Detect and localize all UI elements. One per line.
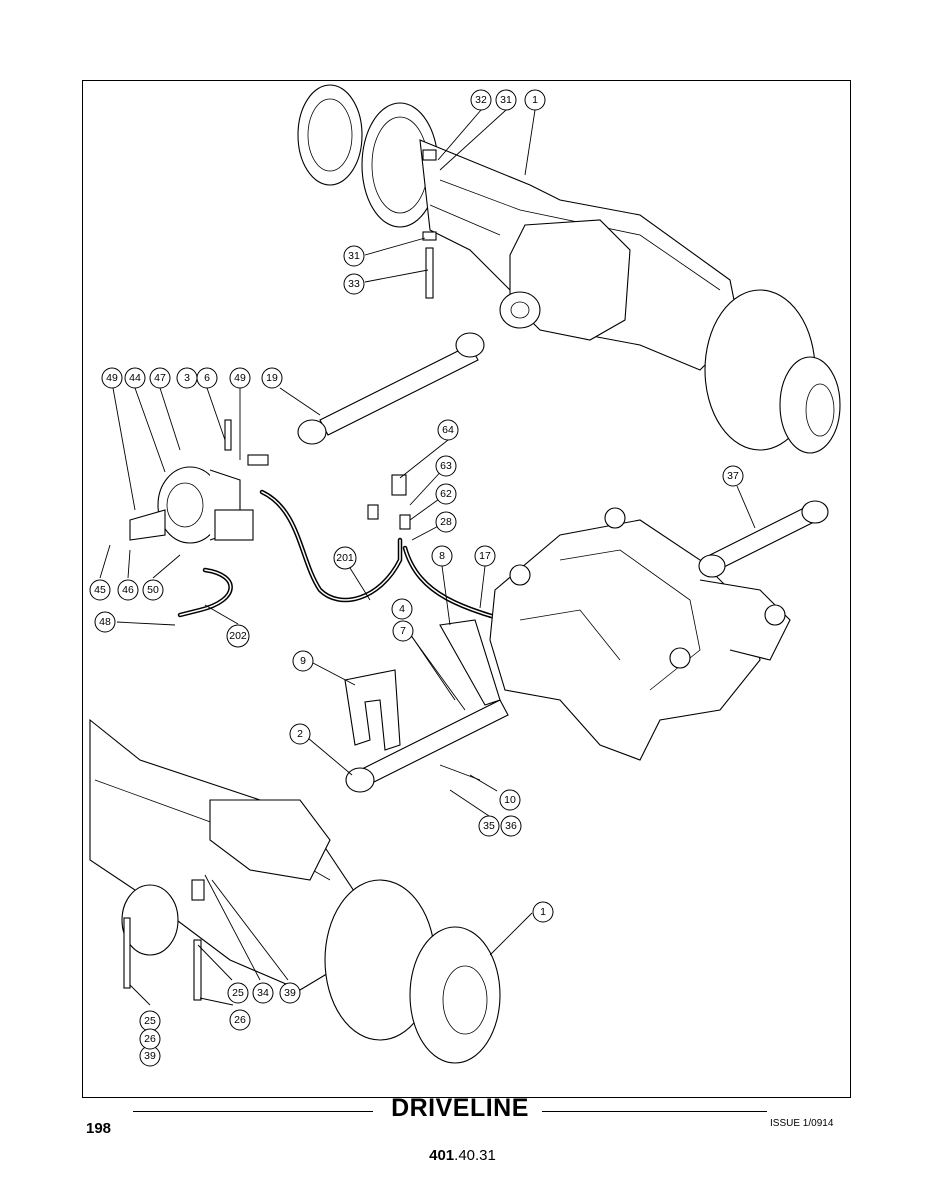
front-axle-drawing	[297, 84, 841, 454]
callout-46: 46	[117, 579, 139, 601]
svg-text:7: 7	[400, 625, 406, 637]
svg-text:26: 26	[144, 1033, 156, 1045]
svg-text:1: 1	[540, 906, 546, 918]
callout-37: 37	[722, 465, 744, 487]
callout-8: 8	[431, 545, 453, 567]
svg-text:33: 33	[348, 278, 360, 290]
callout-45: 45	[89, 579, 111, 601]
callout-44: 44	[124, 367, 146, 389]
diagram-frame	[82, 80, 851, 1098]
brake-hub-drawing	[129, 419, 269, 544]
svg-text:2: 2	[297, 728, 303, 740]
svg-text:6: 6	[204, 372, 210, 384]
issue-label: ISSUE 1/0914	[770, 1118, 834, 1129]
svg-text:48: 48	[99, 616, 111, 628]
svg-text:49: 49	[234, 372, 246, 384]
section-title: DRIVELINE	[391, 1094, 529, 1122]
svg-text:25: 25	[232, 987, 244, 999]
svg-text:26: 26	[234, 1014, 246, 1026]
svg-text:25: 25	[144, 1015, 156, 1027]
svg-text:19: 19	[266, 372, 278, 384]
callout-17: 17	[474, 545, 496, 567]
document-number-major: 401	[429, 1147, 455, 1164]
svg-text:45: 45	[94, 584, 106, 596]
svg-text:36: 36	[505, 820, 517, 832]
callout-63: 63	[435, 455, 457, 477]
callout-31: 31	[495, 89, 517, 111]
callout-26: 26	[229, 1009, 251, 1031]
callout-31: 31	[343, 245, 365, 267]
callout-4: 4	[391, 598, 413, 620]
callout-34: 34	[252, 982, 274, 1004]
svg-text:8: 8	[439, 550, 445, 562]
callout-2: 2	[289, 723, 311, 745]
svg-text:39: 39	[284, 987, 296, 999]
transmission-drawing	[489, 507, 791, 761]
drive-shaft-drawing	[344, 619, 509, 793]
rear-axle-drawing	[89, 718, 501, 1064]
callout-7: 7	[392, 620, 414, 642]
svg-text:201: 201	[336, 552, 354, 564]
svg-text:47: 47	[154, 372, 166, 384]
callout-1: 1	[524, 89, 546, 111]
svg-text:202: 202	[229, 630, 247, 642]
callout-3: 3	[176, 367, 198, 389]
document-number: 401.40.31	[0, 1147, 925, 1164]
callout-49: 49	[101, 367, 123, 389]
svg-text:64: 64	[442, 424, 454, 436]
svg-text:1: 1	[532, 94, 538, 106]
svg-text:35: 35	[483, 820, 495, 832]
svg-text:31: 31	[348, 250, 360, 262]
callout-48: 48	[94, 611, 116, 633]
callout-25: 25	[139, 1010, 161, 1032]
callout-6: 6	[196, 367, 218, 389]
svg-text:46: 46	[122, 584, 134, 596]
svg-text:10: 10	[504, 794, 516, 806]
svg-text:39: 39	[144, 1050, 156, 1062]
callout-49: 49	[229, 367, 251, 389]
callout-201: 201	[333, 546, 357, 570]
callout-64: 64	[437, 419, 459, 441]
svg-text:34: 34	[257, 987, 269, 999]
callout-25: 25	[227, 982, 249, 1004]
svg-text:4: 4	[399, 603, 405, 615]
svg-text:37: 37	[727, 470, 739, 482]
svg-text:49: 49	[106, 372, 118, 384]
drive-shaft-drawing	[698, 500, 829, 578]
callout-35: 35	[478, 815, 500, 837]
callout-10: 10	[499, 789, 521, 811]
callout-39: 39	[279, 982, 301, 1004]
svg-text:28: 28	[440, 516, 452, 528]
svg-text:32: 32	[475, 94, 487, 106]
page-number: 198	[86, 1120, 112, 1137]
svg-text:17: 17	[479, 550, 491, 562]
svg-text:9: 9	[300, 655, 306, 667]
callout-26-lower: 26	[139, 1028, 161, 1050]
callout-1: 1	[532, 901, 554, 923]
callout-39: 39	[139, 1045, 161, 1067]
callout-28: 28	[435, 511, 457, 533]
title-rule-right	[542, 1111, 767, 1112]
callout-62: 62	[435, 483, 457, 505]
callout-9: 9	[292, 650, 314, 672]
document-number-minor: .40.31	[454, 1147, 496, 1164]
svg-text:31: 31	[500, 94, 512, 106]
drive-shaft-drawing	[297, 332, 485, 445]
svg-text:50: 50	[147, 584, 159, 596]
callout-47: 47	[149, 367, 171, 389]
title-rule-left	[133, 1111, 373, 1112]
callout-19: 19	[261, 367, 283, 389]
callout-36: 36	[500, 815, 522, 837]
svg-text:3: 3	[184, 372, 190, 384]
svg-text:63: 63	[440, 460, 452, 472]
svg-text:62: 62	[440, 488, 452, 500]
svg-text:44: 44	[129, 372, 141, 384]
callout-202: 202	[226, 624, 250, 648]
callout-50: 50	[142, 579, 164, 601]
callout-32: 32	[470, 89, 492, 111]
callout-33: 33	[343, 273, 365, 295]
